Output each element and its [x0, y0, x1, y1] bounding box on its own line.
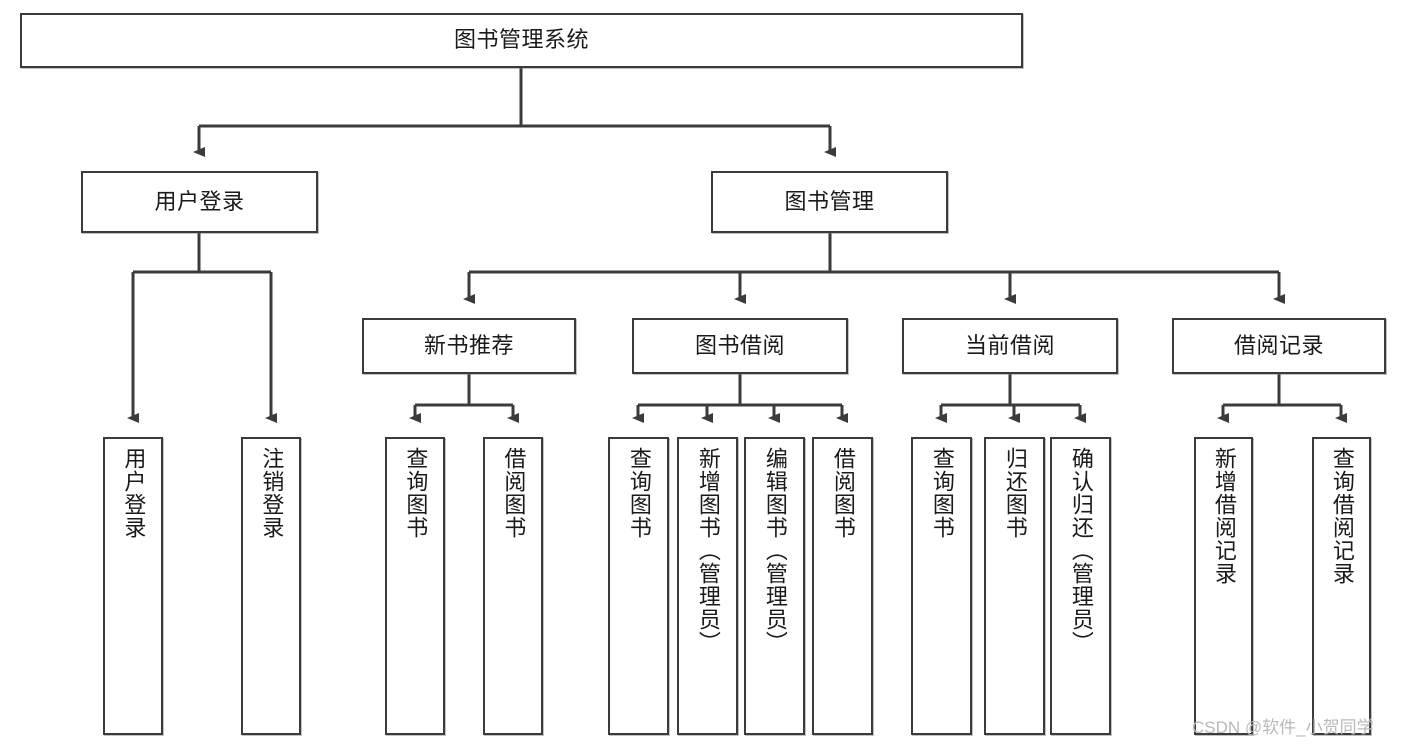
- node-leaf-borrow-book-label: 借阅图书: [830, 447, 856, 539]
- node-user-login[interactable]: 用户登录: [81, 171, 318, 233]
- node-leaf-query-book-current-label: 查询图书: [929, 447, 955, 539]
- node-book-management[interactable]: 图书管理: [711, 171, 948, 233]
- node-leaf-add-book-label: 新增图书（管理员）: [695, 447, 721, 654]
- node-current-borrow[interactable]: 当前借阅: [902, 318, 1118, 374]
- node-borrow-record[interactable]: 借阅记录: [1172, 318, 1386, 374]
- node-leaf-query-book-recommend[interactable]: 查询图书: [385, 437, 445, 735]
- node-leaf-confirm-return[interactable]: 确认归还（管理员）: [1050, 437, 1111, 735]
- node-leaf-borrow-book-recommend[interactable]: 借阅图书: [483, 437, 543, 735]
- node-leaf-return-book-label: 归还图书: [1002, 447, 1028, 539]
- node-leaf-query-book-recommend-label: 查询图书: [403, 447, 429, 539]
- node-book-borrow-label: 图书借阅: [694, 332, 785, 358]
- node-root-label: 图书管理系统: [453, 27, 589, 53]
- node-new-book-recommend[interactable]: 新书推荐: [362, 318, 576, 374]
- node-book-borrow[interactable]: 图书借阅: [632, 318, 848, 374]
- node-leaf-borrow-book[interactable]: 借阅图书: [812, 437, 873, 735]
- node-book-management-label: 图书管理: [784, 188, 875, 214]
- node-leaf-query-book-current[interactable]: 查询图书: [911, 437, 972, 735]
- node-leaf-edit-book[interactable]: 编辑图书（管理员）: [744, 437, 805, 735]
- node-leaf-return-book[interactable]: 归还图书: [984, 437, 1045, 735]
- node-leaf-query-borrow-record[interactable]: 查询借阅记录: [1312, 437, 1371, 735]
- node-leaf-query-book-borrow[interactable]: 查询图书: [608, 437, 669, 735]
- node-leaf-user-login-label: 用户登录: [121, 447, 147, 539]
- node-root[interactable]: 图书管理系统: [20, 13, 1023, 68]
- node-current-borrow-label: 当前借阅: [964, 332, 1055, 358]
- node-leaf-edit-book-label: 编辑图书（管理员）: [762, 447, 788, 654]
- node-new-book-recommend-label: 新书推荐: [423, 332, 514, 358]
- node-user-login-label: 用户登录: [154, 188, 245, 214]
- node-leaf-query-borrow-record-label: 查询借阅记录: [1329, 447, 1355, 585]
- node-leaf-user-login[interactable]: 用户登录: [103, 437, 163, 735]
- node-leaf-add-book[interactable]: 新增图书（管理员）: [677, 437, 738, 735]
- node-leaf-add-borrow-record-label: 新增借阅记录: [1211, 447, 1237, 585]
- node-leaf-confirm-return-label: 确认归还（管理员）: [1068, 447, 1094, 654]
- node-leaf-borrow-book-recommend-label: 借阅图书: [501, 447, 527, 539]
- node-leaf-add-borrow-record[interactable]: 新增借阅记录: [1194, 437, 1253, 735]
- node-borrow-record-label: 借阅记录: [1233, 332, 1324, 358]
- node-leaf-user-logout[interactable]: 注销登录: [241, 437, 301, 735]
- node-leaf-query-book-borrow-label: 查询图书: [626, 447, 652, 539]
- node-leaf-user-logout-label: 注销登录: [259, 447, 285, 539]
